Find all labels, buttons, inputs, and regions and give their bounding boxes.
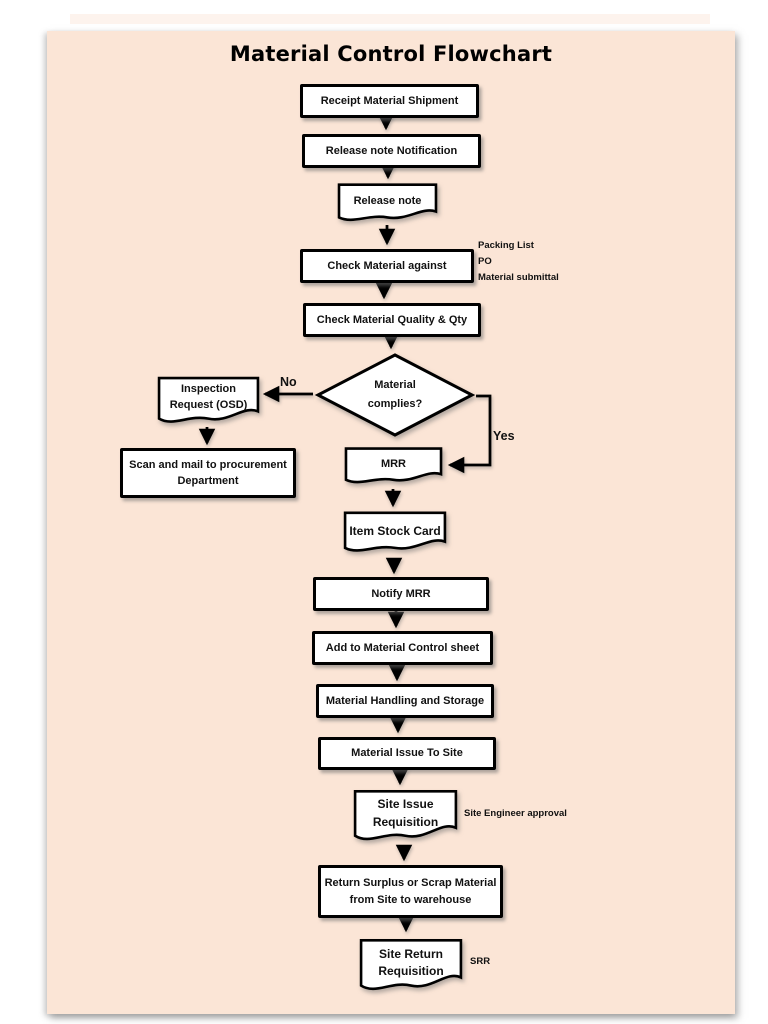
- node-label: Add to Material Control sheet: [325, 641, 480, 654]
- node-inspection-request-osd: Inspection Request (OSD): [157, 376, 260, 428]
- node-label: Release note: [353, 195, 422, 208]
- node-check-material-against: Check Material against: [300, 249, 474, 283]
- node-add-to-material-control-sheet: Add to Material Control sheet: [312, 631, 493, 665]
- document-shape-icon: [343, 511, 447, 556]
- node-release-note-notification: Release note Notification: [302, 134, 481, 168]
- page-title: Material Control Flowchart: [229, 42, 553, 66]
- node-label: Release note Notification: [325, 144, 458, 157]
- document-shape-icon: [157, 376, 260, 428]
- node-notify-mrr: Notify MRR: [313, 577, 489, 611]
- document-shape-icon: [353, 789, 458, 846]
- check-against-references: Packing List PO Material submittal: [478, 238, 559, 286]
- reference-material-submittal: Material submittal: [478, 272, 559, 283]
- document-shape-icon: [337, 183, 438, 225]
- site-issue-approval-note: Site Engineer approval: [464, 808, 567, 819]
- node-receipt-material-shipment: Receipt Material Shipment: [300, 84, 479, 118]
- edge-label-no: No: [280, 375, 297, 389]
- site-return-srr-note: SRR: [470, 956, 491, 967]
- node-label: Inspection Request (OSD): [169, 383, 248, 412]
- node-label: Site Issue Requisition: [372, 796, 439, 829]
- node-scan-and-mail: Scan and mail to procurement Department: [120, 448, 296, 498]
- node-label: Return Surplus or Scrap Material from Si…: [324, 877, 497, 906]
- node-label: Item Stock Card: [349, 523, 441, 538]
- node-label: Material Handling and Storage: [325, 694, 485, 707]
- document-shape-icon: [344, 447, 443, 487]
- node-mrr: MRR: [344, 447, 443, 487]
- node-return-surplus: Return Surplus or Scrap Material from Si…: [318, 865, 503, 918]
- node-label: Material Issue To Site: [351, 747, 463, 760]
- node-material-issue-to-site: Material Issue To Site: [318, 737, 496, 770]
- node-site-issue-requisition: Site Issue Requisition: [353, 789, 458, 846]
- reference-po: PO: [478, 256, 492, 267]
- node-label: MRR: [380, 458, 407, 471]
- node-label: Material complies?: [367, 379, 423, 410]
- node-material-complies: Material complies?: [315, 352, 475, 438]
- edge-label-yes: Yes: [493, 429, 515, 443]
- reference-packing-list: Packing List: [478, 240, 534, 251]
- node-label: Notify MRR: [371, 587, 431, 600]
- previous-page-edge: [70, 14, 710, 24]
- node-item-stock-card: Item Stock Card: [343, 511, 447, 556]
- node-release-note: Release note: [337, 183, 438, 225]
- node-label: Site Return Requisition: [378, 946, 444, 978]
- node-site-return-requisition: Site Return Requisition: [359, 938, 463, 996]
- node-material-handling-storage: Material Handling and Storage: [316, 684, 494, 718]
- decision-diamond-icon: [315, 352, 475, 438]
- node-label: Check Material Quality & Qty: [316, 313, 468, 326]
- node-label: Check Material against: [327, 259, 447, 272]
- node-label: Scan and mail to procurement Department: [129, 458, 287, 488]
- node-check-material-quality: Check Material Quality & Qty: [303, 303, 481, 337]
- node-label: Receipt Material Shipment: [320, 94, 459, 107]
- document-shape-icon: [359, 938, 463, 996]
